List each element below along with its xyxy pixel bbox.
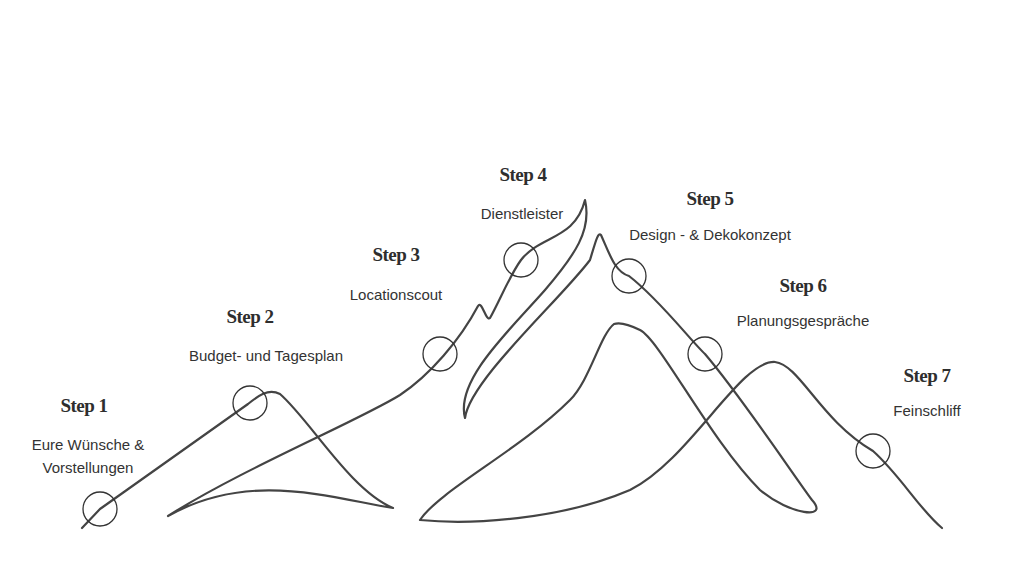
step-marker — [612, 259, 646, 293]
step-description: Planungsgespräche — [737, 309, 870, 332]
step-description: Eure Wünsche & Vorstellungen — [13, 433, 163, 479]
step-heading: Step 5 — [686, 188, 733, 210]
step-marker — [504, 243, 538, 277]
step-heading: Step 1 — [60, 395, 107, 417]
step-marker — [83, 492, 117, 526]
mountain-line — [82, 200, 942, 528]
step-heading: Step 4 — [499, 164, 546, 186]
step-description: Dienstleister — [481, 202, 564, 225]
step-description: Feinschliff — [893, 399, 960, 422]
step-description: Design - & Dekokonzept — [629, 223, 791, 246]
step-marker — [688, 337, 722, 371]
step-marker — [233, 386, 267, 420]
step-heading: Step 3 — [372, 244, 419, 266]
step-marker — [423, 337, 457, 371]
step-marker — [856, 434, 890, 468]
step-heading: Step 7 — [903, 365, 950, 387]
step-heading: Step 6 — [779, 275, 826, 297]
step-description: Budget- und Tagesplan — [189, 344, 343, 367]
step-heading: Step 2 — [226, 306, 273, 328]
step-description: Locationscout — [350, 283, 443, 306]
